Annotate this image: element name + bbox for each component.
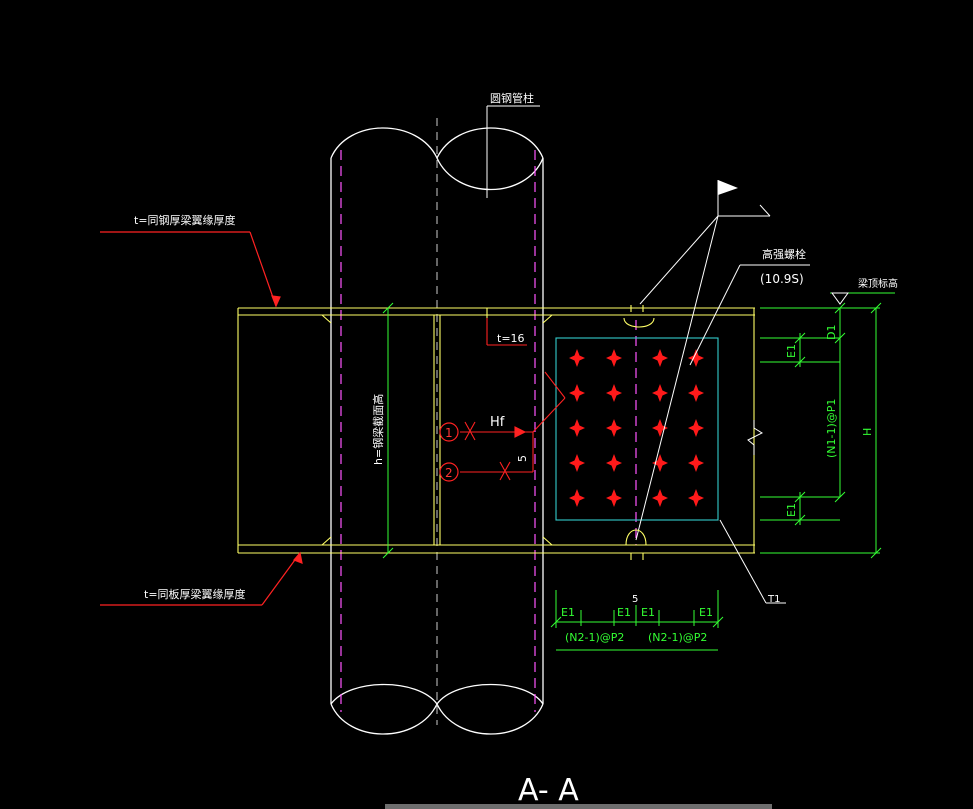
section-title: A- A bbox=[518, 773, 579, 808]
dim-cols-left: (N2-1)@P2 bbox=[565, 631, 624, 644]
access-holes bbox=[623, 305, 655, 560]
column-centerlines bbox=[340, 150, 536, 712]
flange-bottom-label: t=同板厚梁翼缘厚度 bbox=[144, 587, 246, 601]
triangle-down-icon bbox=[831, 292, 849, 305]
horizontal-scrollbar[interactable] bbox=[385, 804, 772, 809]
web-height-dimension bbox=[382, 302, 394, 559]
flange-top-label: t=同钢厚梁翼缘厚度 bbox=[134, 213, 236, 227]
dim-e1-top: E1 bbox=[785, 344, 798, 358]
bolt-star-icon bbox=[606, 489, 622, 507]
marker-2-circle bbox=[439, 462, 459, 482]
bolt-star-icon bbox=[606, 384, 622, 402]
bolt-star-icon bbox=[569, 349, 585, 367]
t1-label: T1 bbox=[767, 594, 780, 605]
bolt-star-icon bbox=[569, 419, 585, 437]
bolt-star-icon bbox=[688, 384, 704, 402]
dim-e1-b2: E1 bbox=[617, 606, 631, 619]
small-5-label: 5 bbox=[632, 594, 638, 605]
bolt-star-icon bbox=[652, 489, 668, 507]
bolt-star-icon bbox=[652, 349, 668, 367]
weld-leaders bbox=[460, 318, 566, 481]
dim-rows: (N1-1)@P1 bbox=[825, 399, 838, 458]
dim-e1-b3: E1 bbox=[641, 606, 655, 619]
bolt-star-icon bbox=[688, 489, 704, 507]
bolt-star-icon bbox=[569, 454, 585, 472]
marker-1-circle bbox=[439, 422, 459, 442]
dim-d1: D1 bbox=[825, 325, 838, 340]
bolt-star-icon bbox=[606, 419, 622, 437]
dim-h: H bbox=[861, 428, 874, 436]
shear-plate bbox=[555, 337, 719, 521]
bolt-star-icon bbox=[606, 349, 622, 367]
bolt-star-icon bbox=[569, 384, 585, 402]
bolt-star-icon bbox=[652, 419, 668, 437]
break-mark bbox=[747, 420, 764, 455]
dim-e1-bottom: E1 bbox=[785, 503, 798, 517]
pipe-column bbox=[330, 127, 544, 735]
bolt-grid bbox=[569, 349, 704, 507]
dim-e1-b4: E1 bbox=[699, 606, 713, 619]
hsb-grade: (10.9S) bbox=[760, 272, 804, 286]
white-leaders bbox=[486, 105, 810, 604]
right-dimensions bbox=[760, 292, 895, 559]
pipe-column-label: 圆钢管柱 bbox=[490, 91, 534, 105]
marker-1-text: 1 bbox=[445, 426, 453, 440]
weld-hf-label: Hf bbox=[490, 415, 505, 430]
web-height-label: h=钢梁截面高 bbox=[371, 394, 385, 465]
bolt-star-icon bbox=[688, 419, 704, 437]
beam-top-mark: 梁顶标高 bbox=[858, 277, 898, 290]
bolt-star-icon bbox=[688, 454, 704, 472]
flag-icon bbox=[718, 180, 738, 195]
dim-e1-b1: E1 bbox=[561, 606, 575, 619]
beam-flanges bbox=[237, 307, 755, 554]
bolt-star-icon bbox=[569, 489, 585, 507]
marker-2-text: 2 bbox=[445, 466, 453, 480]
dim-cols-right: (N2-1)@P2 bbox=[648, 631, 707, 644]
flange-leaders bbox=[100, 231, 303, 606]
bolt-star-icon bbox=[652, 454, 668, 472]
bottom-dimensions bbox=[550, 590, 724, 651]
bolt-star-icon bbox=[688, 349, 704, 367]
bolt-star-icon bbox=[606, 454, 622, 472]
bolt-star-icon bbox=[652, 384, 668, 402]
plate-t16-label: t=16 bbox=[497, 332, 525, 345]
hsb-title: 高强螺栓 bbox=[762, 247, 806, 261]
weld-vertical-label: 5 bbox=[516, 455, 529, 462]
